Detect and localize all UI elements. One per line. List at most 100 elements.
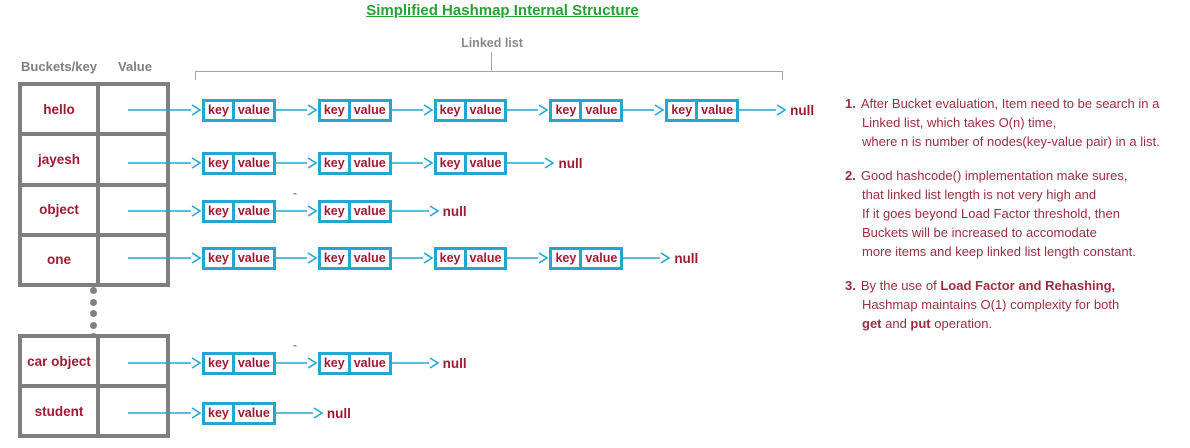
arrow-icon (275, 252, 318, 264)
note-line: 1. After Bucket evaluation, Item need to … (845, 94, 1190, 113)
node-value-label: value (582, 101, 621, 119)
arrow-icon (128, 104, 202, 116)
note-text: By the use of (860, 278, 941, 293)
note-text: that linked list length is not very high… (862, 187, 1097, 202)
node-key-label: key (205, 249, 232, 267)
node-key-label: key (436, 249, 464, 267)
stray-dash-mark: - (293, 186, 297, 200)
note-number: 3. (845, 278, 856, 293)
node-key-label: key (320, 202, 348, 220)
note-text: operation. (930, 316, 993, 331)
page-title: Simplified Hashmap Internal Structure (366, 2, 639, 19)
bucket-row: car object (22, 338, 166, 384)
bracket-stub-line (491, 52, 492, 71)
node-value-label: value (234, 354, 273, 372)
node-key-label: key (668, 101, 696, 119)
arrow-icon (275, 157, 318, 169)
note-number: 2. (845, 168, 856, 183)
note-2: 2.Good hashcode() implementation make su… (845, 166, 1190, 261)
bucket-row: student (22, 384, 166, 434)
arrow-icon (391, 157, 434, 169)
arrow-icon (391, 357, 440, 369)
note-text: more items and keep linked list length c… (862, 244, 1136, 259)
arrow-icon (623, 104, 665, 116)
arrow-icon (507, 104, 549, 116)
node-value-label: value (234, 101, 273, 119)
node-value-label: value (234, 154, 273, 172)
note-text: After Bucket evaluation, Item need to be… (860, 96, 1160, 111)
node-value-label: value (698, 101, 737, 119)
dot (90, 310, 97, 317)
node-value-label: value (350, 249, 389, 267)
note-number: 1. (845, 96, 856, 111)
arrow-icon (128, 407, 202, 419)
null-label: null (442, 355, 467, 371)
null-label: null (674, 250, 699, 266)
note-line: Hashmap maintains O(1) complexity for bo… (862, 295, 1190, 314)
dot (90, 321, 97, 329)
arrow-icon (507, 157, 555, 169)
value-header: Value (118, 59, 152, 74)
node-value-label: value (582, 249, 621, 267)
arrow-icon (623, 252, 671, 264)
bucket-key-cell: object (22, 186, 100, 233)
arrow-icon (739, 104, 787, 116)
bucket-key-cell: car object (22, 338, 100, 384)
ellipsis-dots (90, 287, 97, 340)
notes-panel: 1. After Bucket evaluation, Item need to … (845, 94, 1190, 348)
node-key-label: key (436, 101, 464, 119)
node-value-label: value (466, 154, 505, 172)
arrow-icon (275, 407, 324, 419)
note-line: 3. By the use of Load Factor and Rehashin… (845, 276, 1190, 295)
node-key-label: key (320, 101, 348, 119)
bucket-key-cell: hello (22, 86, 100, 133)
null-label: null (790, 102, 815, 118)
bucket-row: jayesh (22, 132, 166, 183)
node-value-label: value (466, 249, 505, 267)
bucket-row: hello (22, 86, 166, 133)
note-text: Load Factor and Rehashing, (940, 278, 1116, 293)
note-line: get and put operation. (862, 314, 1190, 333)
node-value-label: value (234, 202, 273, 220)
note-line: where n is number of nodes(key-value pai… (862, 132, 1190, 151)
note-line: more items and keep linked list length c… (862, 242, 1190, 261)
arrow-icon (275, 357, 318, 369)
node-key-label: key (320, 354, 348, 372)
note-text: If it goes beyond Load Factor threshold,… (862, 206, 1121, 221)
node-key-label: key (552, 249, 580, 267)
node-key-label: key (320, 249, 348, 267)
note-line: If it goes beyond Load Factor threshold,… (862, 204, 1190, 223)
node-key-label: key (205, 202, 232, 220)
node-key-label: key (205, 404, 232, 422)
bucket-key-cell: student (22, 388, 100, 434)
node-value-label: value (466, 101, 505, 119)
bucket-key-cell: one (22, 236, 100, 283)
arrow-icon (275, 205, 318, 217)
linked-list-bracket (195, 71, 783, 80)
arrow-icon (128, 357, 202, 369)
arrow-icon (275, 104, 318, 116)
note-text: Linked list, which takes O(n) time, (862, 115, 1057, 130)
bucket-row: object (22, 182, 166, 233)
linked-list-label: Linked list (461, 36, 523, 50)
